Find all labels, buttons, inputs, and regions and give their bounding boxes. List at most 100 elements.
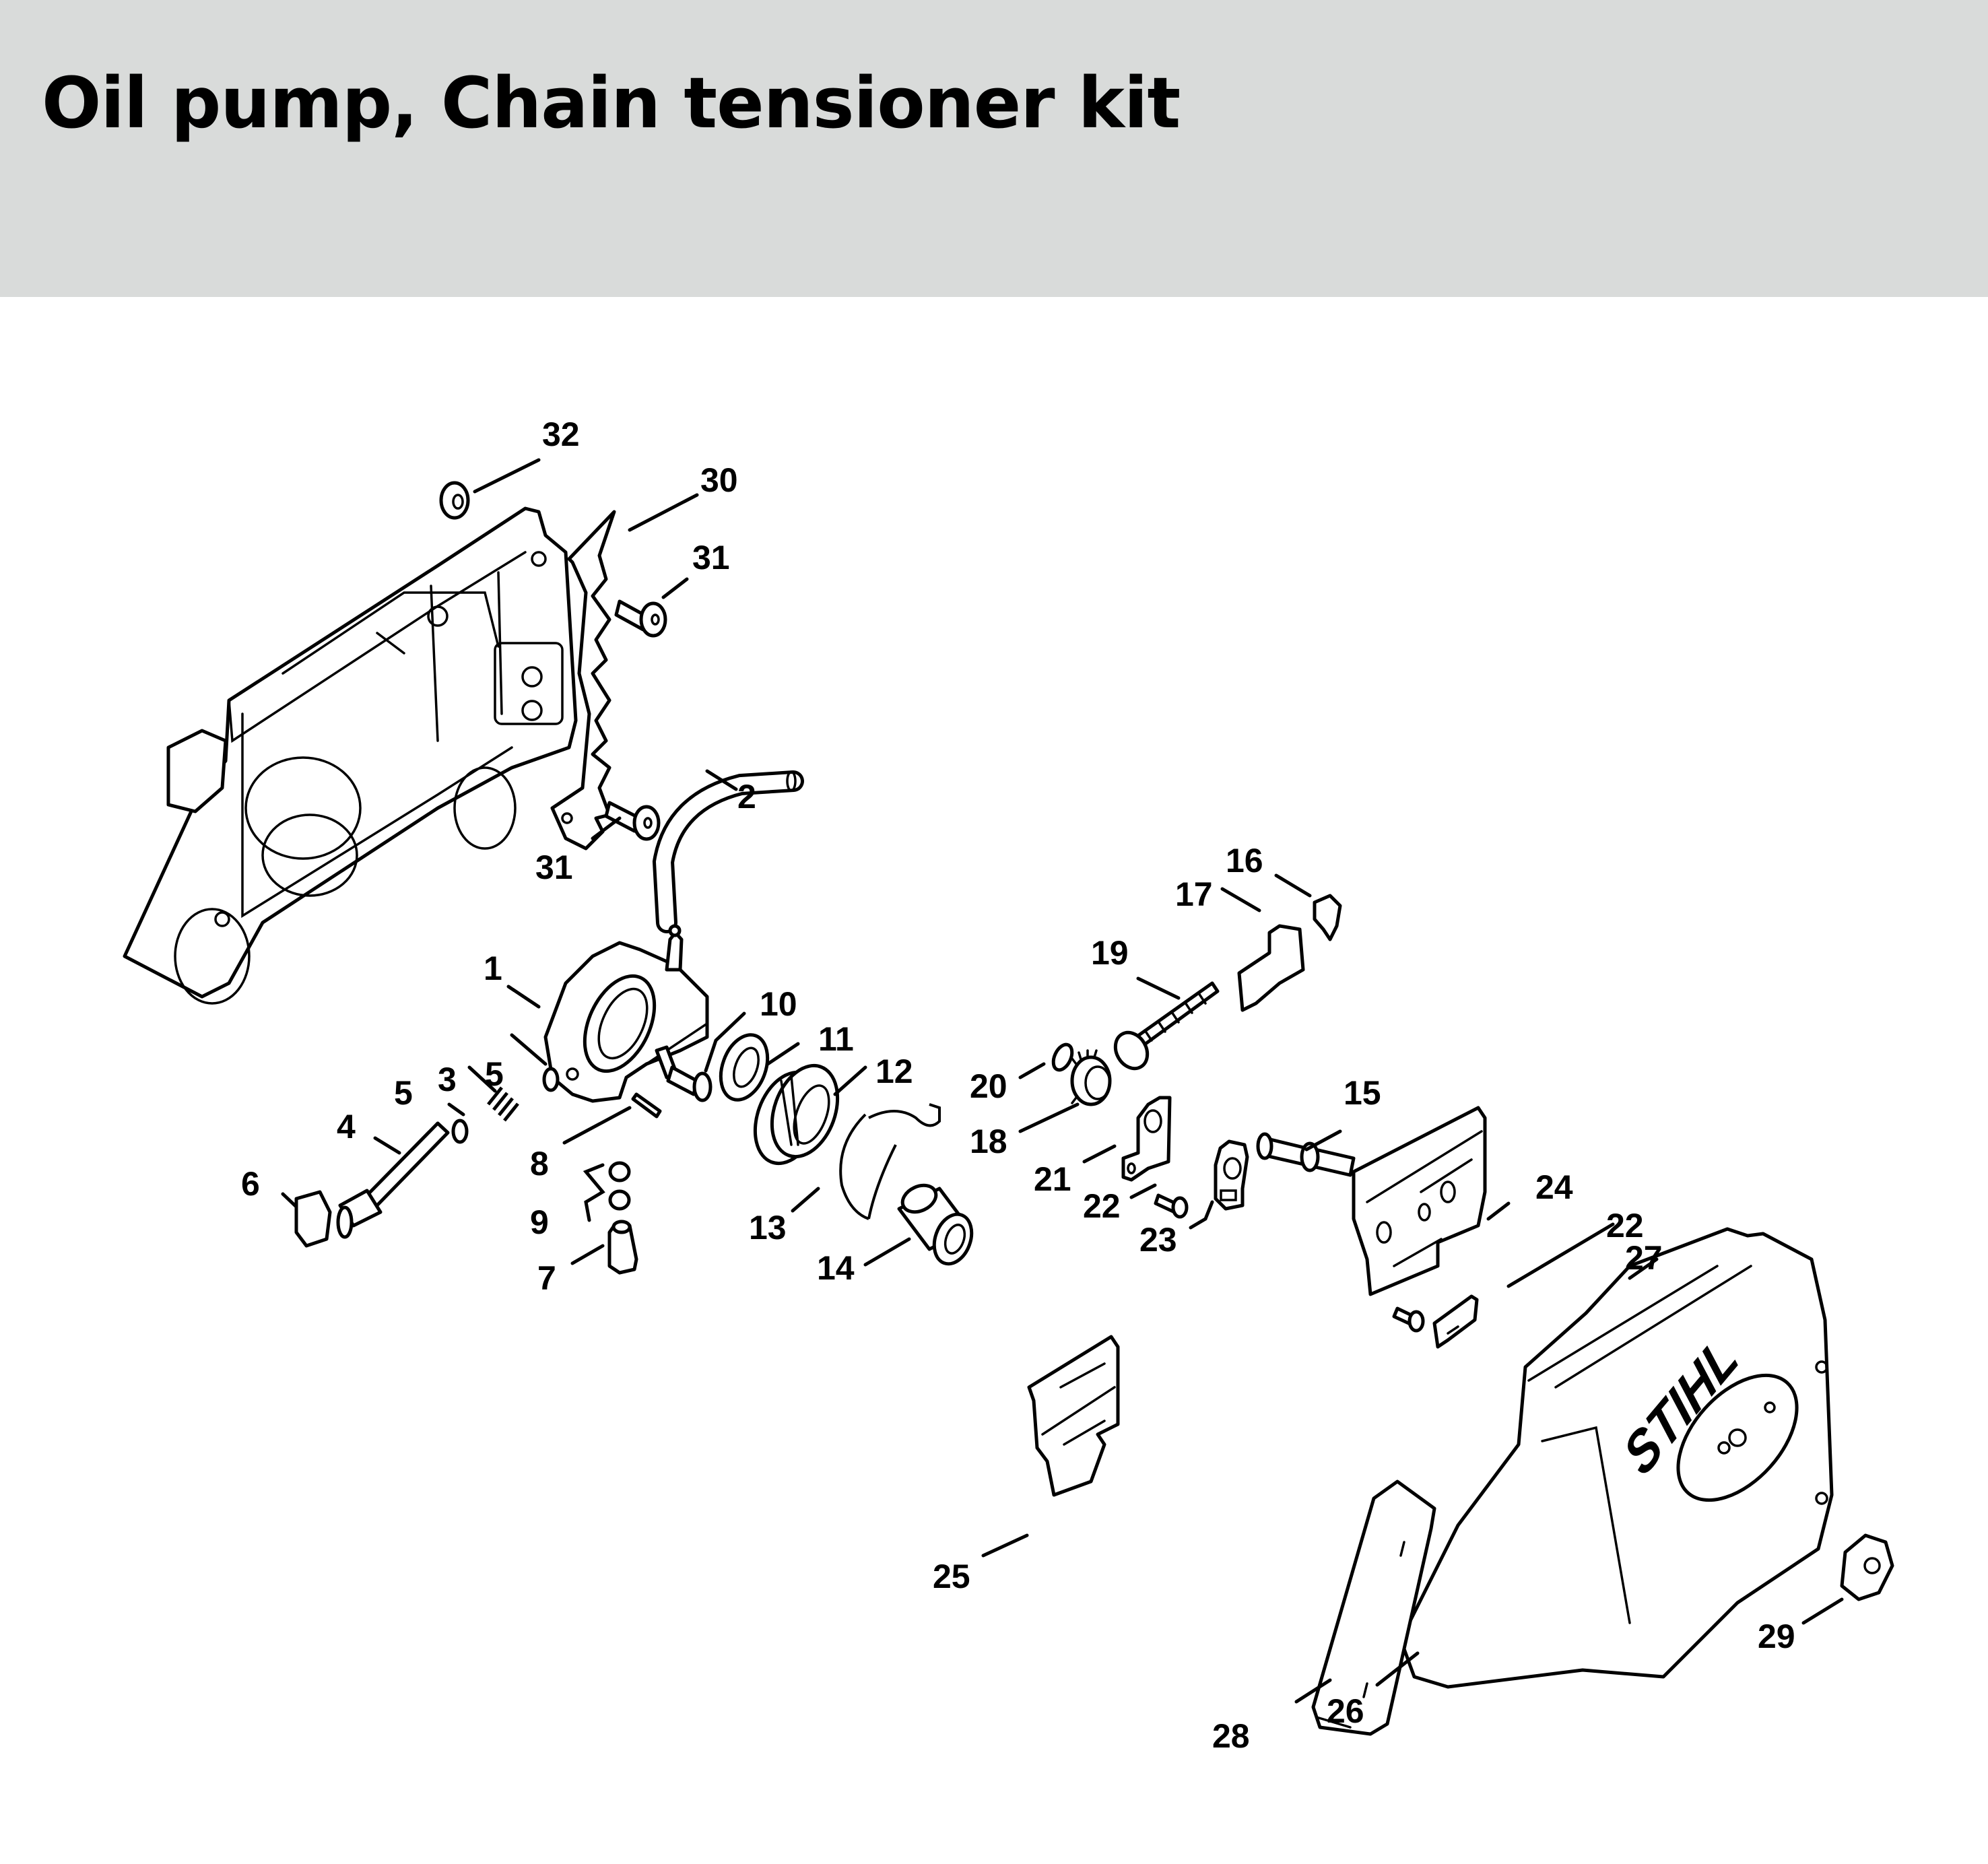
worm-12[interactable] [743, 1057, 849, 1172]
callout-31-lower[interactable]: 31 [535, 848, 573, 886]
callout-23[interactable]: 23 [1139, 1221, 1177, 1259]
leader-2 [705, 769, 738, 791]
callout-22-cover[interactable]: 22 [1606, 1207, 1644, 1244]
callout-21[interactable]: 21 [1034, 1160, 1071, 1198]
leader-23 [1189, 1200, 1214, 1230]
bevel-gear-18[interactable] [1070, 1049, 1112, 1106]
callout-5-pump[interactable]: 5 [485, 1055, 504, 1093]
screw-31-lower[interactable] [604, 801, 661, 841]
leader-5b [447, 1102, 465, 1117]
leader-9 [583, 1163, 605, 1222]
screw-31-upper[interactable] [614, 599, 667, 638]
callout-27[interactable]: 27 [1625, 1239, 1663, 1277]
clip-16[interactable] [1313, 894, 1342, 941]
callout-32[interactable]: 32 [542, 415, 580, 453]
leader-22b [1506, 1222, 1615, 1288]
leader-7 [570, 1244, 605, 1265]
adjusting-screw-19[interactable] [1109, 981, 1220, 1074]
leader-30 [628, 493, 699, 532]
callout-8[interactable]: 8 [530, 1145, 549, 1183]
crankcase-housing[interactable] [123, 506, 578, 1005]
leader-17 [1220, 887, 1261, 912]
leader-3 [467, 1065, 497, 1093]
sprocket-cover-26[interactable]: STIHL [1399, 1227, 1834, 1689]
plug-7[interactable] [607, 1220, 638, 1275]
guide-23[interactable] [1214, 1139, 1249, 1211]
inner-guide-plate-25[interactable] [1027, 1335, 1120, 1497]
callout-5-shaft[interactable]: 5 [394, 1074, 413, 1112]
leader-4 [373, 1136, 401, 1155]
washer-5-pump[interactable] [542, 1067, 560, 1092]
leader-14 [863, 1237, 911, 1267]
callout-3[interactable]: 3 [438, 1061, 457, 1098]
callout-labels: 32 30 31 31 2 1 10 11 12 13 14 5 3 5 4 6… [241, 415, 1795, 1755]
leader-10 [704, 1011, 746, 1073]
callout-28[interactable]: 28 [1212, 1717, 1250, 1755]
leader-11 [766, 1042, 800, 1066]
callout-25[interactable]: 25 [933, 1558, 970, 1595]
leader-18 [1018, 1102, 1080, 1133]
callout-2[interactable]: 2 [737, 778, 756, 816]
leader-32 [473, 458, 541, 494]
callout-9[interactable]: 9 [530, 1203, 549, 1241]
pin-8[interactable] [631, 1092, 662, 1119]
callout-19[interactable]: 19 [1091, 934, 1129, 972]
callout-26[interactable]: 26 [1327, 1692, 1364, 1730]
washer-5-shaft[interactable] [451, 1119, 469, 1144]
screw-22-tensioner[interactable] [1154, 1193, 1189, 1219]
leader-12 [833, 1065, 867, 1096]
callout-20[interactable]: 20 [970, 1067, 1007, 1105]
leader-27 [1628, 1257, 1659, 1280]
callout-17[interactable]: 17 [1175, 875, 1213, 913]
callout-22-tensioner[interactable]: 22 [1083, 1187, 1121, 1225]
pump-screw-10[interactable] [666, 1065, 713, 1102]
callout-15[interactable]: 15 [1344, 1074, 1381, 1112]
callout-29[interactable]: 29 [1758, 1618, 1795, 1655]
plate-28[interactable] [1311, 1479, 1436, 1736]
collar-stud-15[interactable] [1256, 1132, 1356, 1177]
leader-19 [1136, 976, 1181, 1000]
callout-13[interactable]: 13 [749, 1209, 787, 1246]
callout-4[interactable]: 4 [337, 1108, 356, 1145]
tensioner-plate-21[interactable] [1121, 1096, 1172, 1182]
callout-7[interactable]: 7 [537, 1259, 556, 1297]
o-ring-20[interactable] [1050, 1042, 1076, 1073]
adjusting-shaft-4[interactable] [336, 1121, 450, 1239]
leader-21 [1082, 1144, 1117, 1164]
sleeve-14[interactable] [897, 1180, 979, 1269]
washer-11[interactable] [713, 1028, 776, 1106]
chain-catcher-27[interactable] [1432, 1294, 1479, 1349]
callout-11[interactable]: 11 [818, 1020, 854, 1058]
callout-14[interactable]: 14 [817, 1249, 855, 1287]
bumper-spike-30[interactable] [550, 510, 616, 851]
collar-nut-29[interactable] [1840, 1533, 1894, 1601]
leader-lines [281, 458, 1844, 1704]
callout-18[interactable]: 18 [970, 1123, 1007, 1160]
callout-10[interactable]: 10 [760, 985, 797, 1023]
leader-25 [981, 1533, 1029, 1558]
callout-16[interactable]: 16 [1226, 842, 1263, 879]
callout-31-upper[interactable]: 31 [692, 539, 730, 576]
leader-22a [1129, 1183, 1157, 1199]
leader-20 [1018, 1062, 1046, 1079]
callout-6[interactable]: 6 [241, 1165, 260, 1203]
callout-24[interactable]: 24 [1535, 1168, 1573, 1206]
o-rings-9[interactable] [608, 1161, 631, 1211]
tensioner-slide-17[interactable] [1237, 924, 1305, 1012]
leader-29 [1801, 1597, 1844, 1625]
oil-hose-2[interactable] [652, 770, 804, 933]
leader-6 [281, 1192, 298, 1209]
callout-12[interactable]: 12 [875, 1053, 913, 1090]
cap-6[interactable] [294, 1190, 332, 1248]
callout-1[interactable]: 1 [484, 950, 502, 987]
compression-spring-3[interactable] [487, 1086, 519, 1122]
nut-32[interactable] [439, 481, 470, 520]
spring-clip-13[interactable] [839, 1103, 941, 1220]
page-title: Oil pump, Chain tensioner kit [42, 62, 1181, 144]
header-banner: Oil pump, Chain tensioner kit [0, 0, 1988, 297]
outer-guide-plate-24[interactable] [1352, 1106, 1487, 1296]
leader-31-upper [661, 577, 689, 599]
callout-30[interactable]: 30 [700, 461, 738, 499]
screw-22-cover[interactable] [1392, 1306, 1425, 1333]
